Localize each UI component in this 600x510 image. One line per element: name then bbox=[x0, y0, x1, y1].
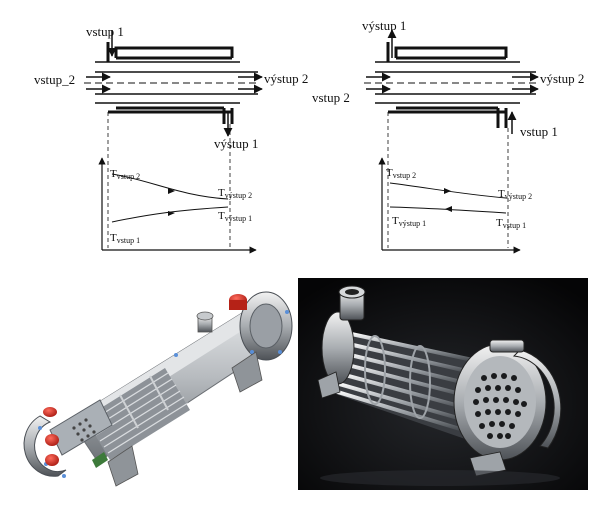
right-t-out1: Tvýstup 1 bbox=[392, 215, 426, 228]
left-t-in1: Tvstup 1 bbox=[110, 232, 140, 245]
right-t-in2: Tvstup 2 bbox=[386, 167, 416, 180]
right-temperature-graph: Tvstup 2 Tvýstup 2 Tvýstup 1 Tvstup 1 bbox=[378, 157, 532, 254]
left-curve-hot bbox=[111, 173, 229, 200]
left-t-out2: Tvýstup 2 bbox=[218, 187, 252, 200]
left-label-vystup2: výstup 2 bbox=[264, 71, 308, 86]
left-label-vstup2: vstup_2 bbox=[34, 72, 75, 87]
left-temperature-graph: Tvstup 2 Tvýstup 2 Tvýstup 1 Tvstup 1 bbox=[98, 157, 257, 254]
left-t-in2: Tvstup 2 bbox=[110, 168, 140, 181]
left-label-vystup1: výstup 1 bbox=[214, 136, 258, 151]
left-flow-schematic: vstup 1 vstup_2 výstup 2 výstup 1 bbox=[34, 24, 308, 248]
cutaway-render bbox=[23, 291, 293, 487]
right-t-in1: Tvstup 1 bbox=[496, 217, 526, 230]
right-label-vystup1: výstup 1 bbox=[362, 18, 406, 33]
right-label-vstup2: vstup 2 bbox=[312, 90, 350, 105]
left-curve-cold bbox=[111, 206, 229, 223]
right-label-vstup1: vstup 1 bbox=[520, 124, 558, 139]
right-t-out2: Tvýstup 2 bbox=[498, 188, 532, 201]
right-label-vystup2: výstup 2 bbox=[540, 71, 584, 86]
right-flow-schematic: výstup 1 vstup 2 výstup 2 vstup 1 bbox=[312, 18, 584, 248]
tube-bundle-photo bbox=[298, 278, 588, 490]
left-t-out1: Tvýstup 1 bbox=[218, 210, 252, 223]
left-label-vstup1: vstup 1 bbox=[86, 24, 124, 39]
